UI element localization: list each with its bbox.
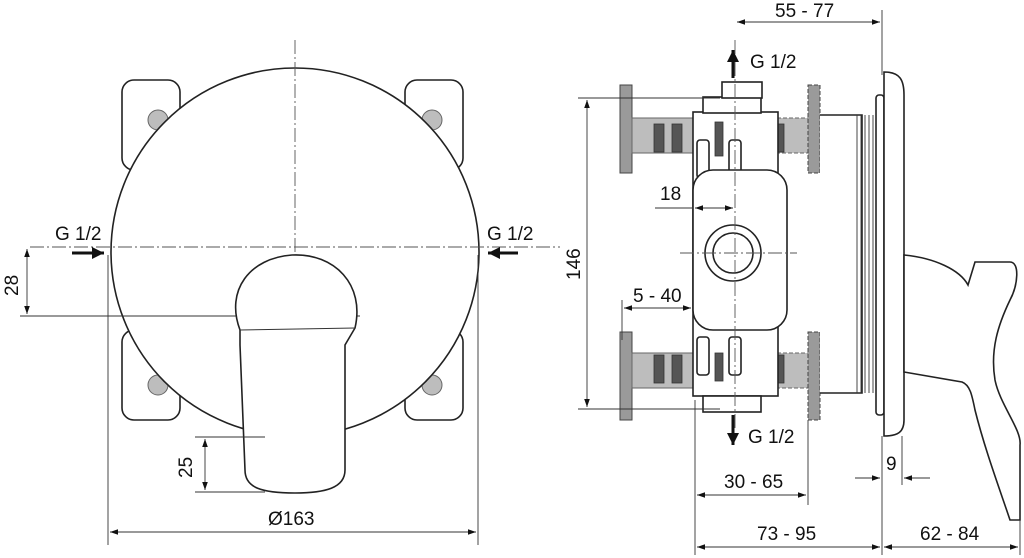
- outlet-top-label: G 1/2: [750, 52, 796, 73]
- dim-30-65-label: 30 - 65: [724, 472, 783, 493]
- cover-plate-side: [883, 71, 905, 437]
- offset-28-label: 28: [2, 275, 23, 296]
- height-146-label: 146: [564, 248, 585, 280]
- diameter-label: Ø163: [268, 509, 314, 530]
- outlet-bottom-label: G 1/2: [748, 427, 794, 448]
- dim-5-40-label: 5 - 40: [633, 286, 682, 307]
- offset-25-label: 25: [176, 457, 197, 478]
- inlet-left-label: G 1/2: [55, 224, 101, 245]
- inlet-right-label: G 1/2: [487, 224, 533, 245]
- dim-62-84-label: 62 - 84: [920, 524, 980, 545]
- lever-handle-side: [903, 254, 1021, 521]
- dim-73-95-label: 73 - 95: [757, 524, 816, 545]
- lever-handle: [234, 254, 358, 494]
- dim-18-label: 18: [660, 184, 681, 205]
- side-view: G 1/2 G 1/2 146 18 5 - 40 55 - 77 30 - 6…: [564, 1, 1021, 555]
- dim-55-77-label: 55 - 77: [775, 1, 834, 22]
- front-view: G 1/2 G 1/2 28 25 Ø163: [2, 40, 560, 545]
- dim-9-label: 9: [886, 454, 897, 475]
